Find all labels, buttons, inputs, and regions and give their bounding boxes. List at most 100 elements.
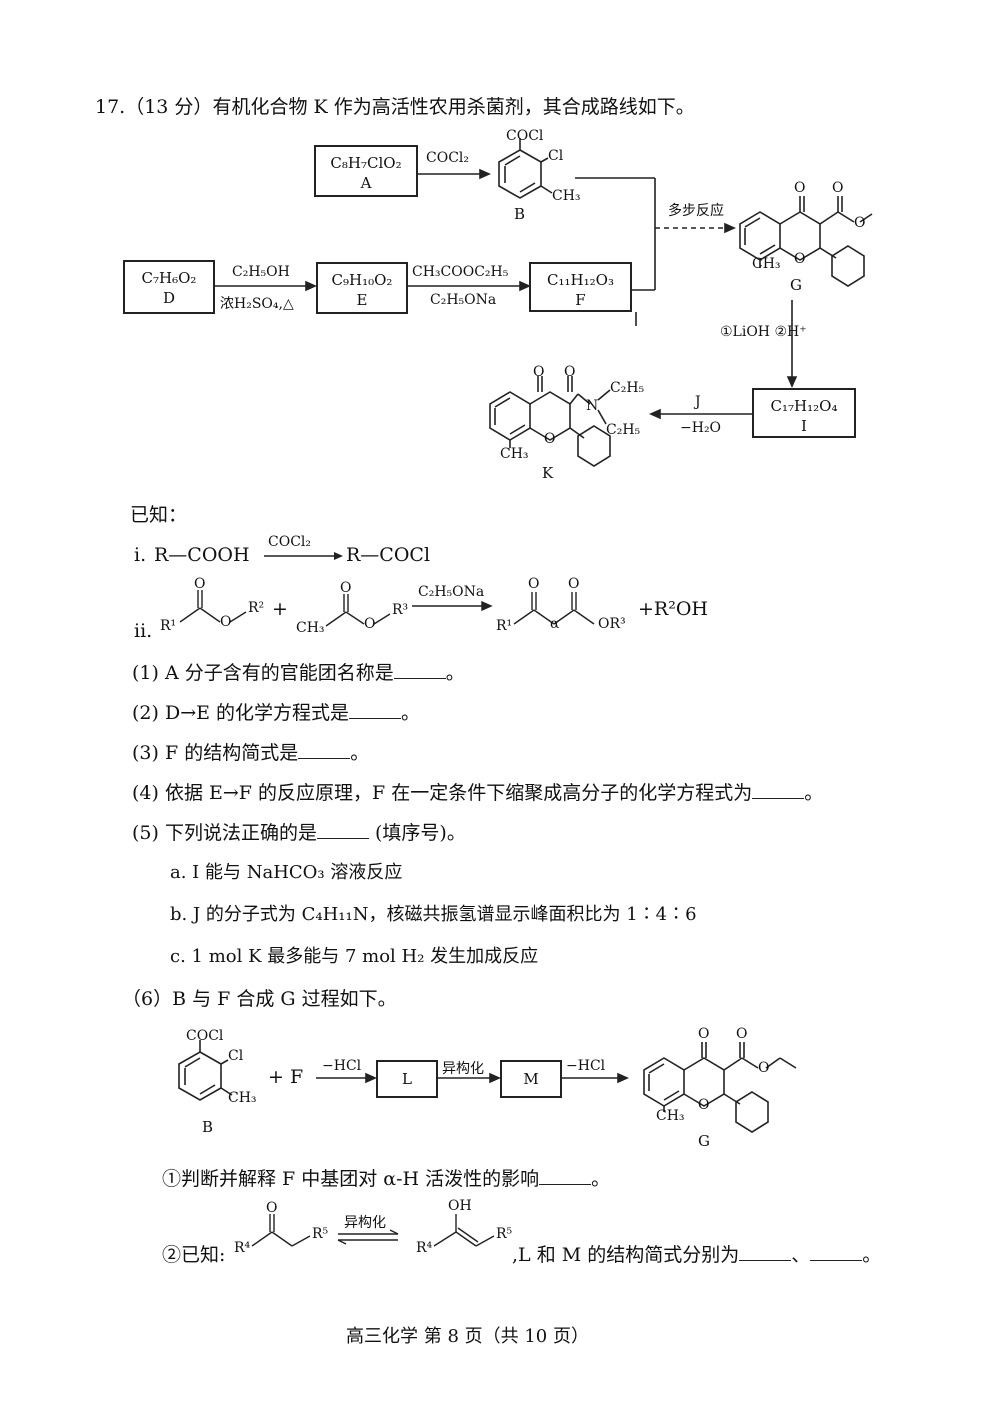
known-ii-o1: O — [194, 576, 206, 592]
part6-l-label: L — [402, 1070, 412, 1088]
compound-i-box: C₁₇H₁₂O₄ I — [752, 388, 856, 438]
compound-i-name: I — [801, 417, 807, 435]
part6-g-label: G — [698, 1132, 710, 1150]
question-4: (4) 依据 E→F 的反应原理，F 在一定条件下缩聚成高分子的化学方程式为 。 — [132, 778, 823, 805]
option-c: c. 1 mol K 最多能与 7 mol H₂ 发生加成反应 — [170, 946, 539, 967]
question-score: （13 分） — [125, 96, 213, 118]
compound-e-formula: C₉H₁₀O₂ — [331, 271, 393, 289]
known-i-left: R—COOH — [154, 544, 250, 566]
known-ii-byproduct: +R²OH — [638, 598, 708, 620]
part6-sub2-text: ,L 和 M 的结构简式分别为 — [512, 1244, 740, 1266]
compound-a-box: C₈H₇ClO₂ A — [314, 145, 418, 197]
compound-f-box: C₁₁H₁₂O₃ F — [529, 262, 632, 312]
question-number: 17. — [95, 96, 126, 118]
known-ii-r3: R³ — [392, 602, 409, 618]
part6-b-cocl: COCl — [186, 1028, 224, 1044]
answer-blank-3[interactable] — [298, 742, 351, 759]
known-i-label: i. — [134, 544, 147, 566]
part6-hcl2: −HCl — [566, 1058, 606, 1074]
part6-g-ch3: CH₃ — [656, 1108, 685, 1124]
part6-isomerize-2: 异构化 — [344, 1215, 386, 1231]
compound-b-label: B — [514, 205, 526, 223]
option-b: b. J 的分子式为 C₄H₁₁N，核磁共振氢谱显示峰面积比为 1∶4∶6 — [170, 904, 697, 925]
question-1: (1) A 分子含有的官能团名称是。 — [132, 658, 465, 685]
question-4-after: 。 — [804, 782, 824, 804]
question-5-id: (5) — [132, 822, 159, 844]
question-4-id: (4) — [132, 782, 159, 804]
question-5-text: 下列说法正确的是 — [164, 822, 317, 844]
compound-g-o1: O — [794, 180, 806, 196]
question-1-text: A 分子含有的官能团名称是 — [164, 662, 394, 684]
part6-b-label: B — [202, 1118, 214, 1136]
part6-sub1-after: 。 — [591, 1168, 611, 1190]
compound-b-ch3: CH₃ — [552, 188, 581, 204]
known-ii-alpha: α — [550, 616, 560, 632]
i-to-k-reagent-top: J — [695, 394, 701, 410]
part6-o-a: O — [266, 1200, 278, 1216]
compound-e-name: E — [356, 291, 368, 309]
part6-r5-a: R⁵ — [312, 1226, 329, 1242]
part6-box-m: M — [500, 1060, 562, 1098]
part6-sub2-sep: 、 — [791, 1244, 811, 1266]
g-to-i-reagent: ①LiOH ②H⁺ — [720, 324, 807, 340]
compound-k-ch3: CH₃ — [500, 446, 529, 462]
part6-oh: OH — [448, 1198, 472, 1214]
answer-blank-5[interactable] — [316, 822, 369, 839]
question-5: (5) 下列说法正确的是 (填序号)。 — [132, 818, 466, 845]
known-ii-o5: O — [528, 576, 540, 592]
compound-a-name: A — [360, 174, 372, 192]
question-2-after: 。 — [401, 702, 421, 724]
answer-blank-6-1[interactable] — [539, 1168, 592, 1185]
part6-r5-b: R⁵ — [496, 1226, 513, 1242]
question-5-after: (填序号)。 — [368, 822, 466, 844]
answer-blank-1[interactable] — [393, 662, 446, 679]
known-i-reagent: COCl₂ — [268, 534, 311, 550]
question-stem: 17.（13 分）有机化合物 K 作为高活性农用杀菌剂，其合成路线如下。 — [95, 92, 695, 119]
part6-b-ch3: CH₃ — [228, 1090, 257, 1106]
question-4-text: 依据 E→F 的反应原理，F 在一定条件下缩聚成高分子的化学方程式为 — [164, 782, 753, 804]
option-a: a. I 能与 NaHCO₃ 溶液反应 — [170, 862, 403, 883]
compound-d-box: C₇H₆O₂ D — [123, 260, 215, 314]
answer-blank-4[interactable] — [752, 782, 805, 799]
compound-g-o3: O — [854, 215, 866, 231]
part6-sub2: ,L 和 M 的结构简式分别为 、 。 — [512, 1240, 881, 1267]
compound-g-o2: O — [832, 180, 844, 196]
answer-blank-6-2b[interactable] — [810, 1244, 863, 1261]
compound-e-box: C₉H₁₀O₂ E — [316, 262, 408, 314]
question-text: 有机化合物 K 作为高活性农用杀菌剂，其合成路线如下。 — [212, 96, 695, 118]
compound-k-o1: O — [533, 364, 545, 380]
part6-isomerize: 异构化 — [442, 1061, 484, 1077]
part6-hcl1: −HCl — [322, 1058, 362, 1074]
part6-sub2-end: 。 — [862, 1244, 882, 1266]
compound-g-ch3: CH₃ — [752, 256, 781, 272]
question-2-id: (2) — [132, 702, 159, 724]
compound-g-label: G — [790, 276, 802, 294]
answer-blank-2[interactable] — [349, 702, 402, 719]
part6-m-label: M — [523, 1070, 539, 1088]
known-ii-r2: R² — [248, 600, 265, 616]
compound-b-cocl: COCl — [506, 128, 544, 144]
known-ii-label: ii. — [134, 620, 153, 642]
known-ii-or3: OR³ — [598, 616, 626, 632]
part6-title: （6）B 与 F 合成 G 过程如下。 — [122, 988, 397, 1010]
compound-b-cl: Cl — [548, 148, 564, 164]
d-to-e-reagent-top: C₂H₅OH — [232, 264, 290, 280]
question-3: (3) F 的结构简式是。 — [132, 738, 369, 765]
question-1-after: 。 — [445, 662, 465, 684]
known-title: 已知： — [130, 504, 188, 526]
question-3-after: 。 — [350, 742, 370, 764]
e-to-f-reagent-bottom: C₂H₅ONa — [430, 292, 497, 308]
part6-b-cl: Cl — [228, 1048, 244, 1064]
part6-plus-f: + F — [268, 1066, 304, 1088]
compound-k-label: K — [542, 464, 554, 482]
compound-f-name: F — [575, 291, 586, 309]
page-footer: 高三化学 第 8 页（共 10 页） — [346, 1326, 589, 1347]
question-3-text: F 的结构简式是 — [164, 742, 299, 764]
known-ii-ch3: CH₃ — [296, 620, 325, 636]
known-ii-o3: O — [340, 580, 352, 596]
known-ii-reagent: C₂H₅ONa — [418, 584, 485, 600]
answer-blank-6-2a[interactable] — [739, 1244, 792, 1261]
part6-sub1: ①判断并解释 F 中基团对 α-H 活泼性的影响。 — [162, 1164, 610, 1191]
compound-k-et2: C₂H₅ — [606, 422, 641, 438]
